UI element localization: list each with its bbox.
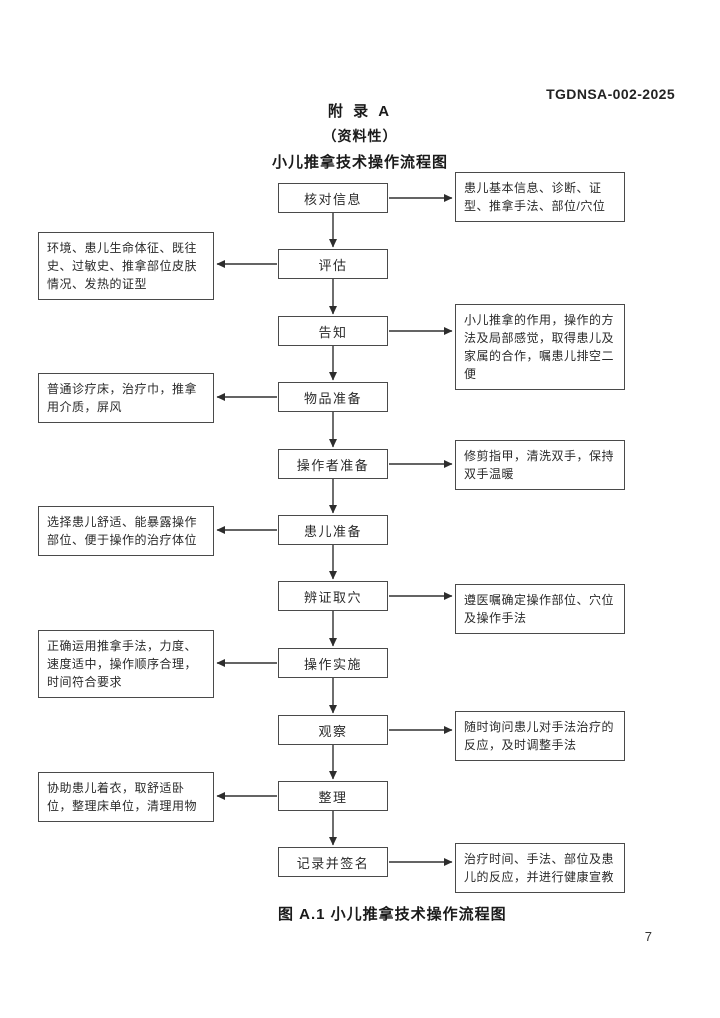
note-patient-position-details: 选择患儿舒适、能暴露操作部位、便于操作的治疗体位 bbox=[38, 506, 214, 556]
note-point-selection-details: 遵医嘱确定操作部位、穴位及操作手法 bbox=[455, 584, 625, 634]
title-block: 附 录 A （资料性） 小儿推拿技术操作流程图 bbox=[0, 100, 720, 172]
note-inform-details: 小儿推拿的作用，操作的方法及局部感觉，取得患儿及家属的合作，嘱患儿排空二便 bbox=[455, 304, 625, 390]
flow-step-point-selection: 辨证取穴 bbox=[278, 581, 388, 611]
flow-step-assessment: 评估 bbox=[278, 249, 388, 279]
figure-caption: 图 A.1 小儿推拿技术操作流程图 bbox=[278, 906, 507, 923]
flow-step-tidy-up: 整理 bbox=[278, 781, 388, 811]
page-number: 7 bbox=[644, 929, 652, 944]
flow-step-verify-information: 核对信息 bbox=[278, 183, 388, 213]
note-assessment-details: 环境、患儿生命体征、既往史、过敏史、推拿部位皮肤情况、发热的证型 bbox=[38, 232, 214, 300]
note-operator-details: 修剪指甲，清洗双手，保持双手温暖 bbox=[455, 440, 625, 490]
note-record-details: 治疗时间、手法、部位及患儿的反应，并进行健康宣教 bbox=[455, 843, 625, 893]
note-supplies-details: 普通诊疗床，治疗巾，推拿用介质，屏风 bbox=[38, 373, 214, 423]
appendix-type: （资料性） bbox=[322, 128, 398, 144]
flowchart-title: 小儿推拿技术操作流程图 bbox=[271, 154, 448, 171]
flow-step-observation: 观察 bbox=[278, 715, 388, 745]
flow-step-supplies-preparation: 物品准备 bbox=[278, 382, 388, 412]
note-verify-details: 患儿基本信息、诊断、证型、推拿手法、部位/穴位 bbox=[455, 172, 625, 222]
note-operation-details: 正确运用推拿手法，力度、速度适中，操作顺序合理，时间符合要求 bbox=[38, 630, 214, 698]
flow-step-patient-preparation: 患儿准备 bbox=[278, 515, 388, 545]
appendix-title: 附 录 A bbox=[327, 103, 393, 120]
flow-step-operator-preparation: 操作者准备 bbox=[278, 449, 388, 479]
note-tidy-details: 协助患儿着衣，取舒适卧位，整理床单位，清理用物 bbox=[38, 772, 214, 822]
flow-step-operation-implementation: 操作实施 bbox=[278, 648, 388, 678]
note-observation-details: 随时询问患儿对手法治疗的反应，及时调整手法 bbox=[455, 711, 625, 761]
flow-step-record-and-sign: 记录并签名 bbox=[278, 847, 388, 877]
standard-number: TGDNSA-002-2025 bbox=[546, 86, 675, 102]
flow-step-inform: 告知 bbox=[278, 316, 388, 346]
